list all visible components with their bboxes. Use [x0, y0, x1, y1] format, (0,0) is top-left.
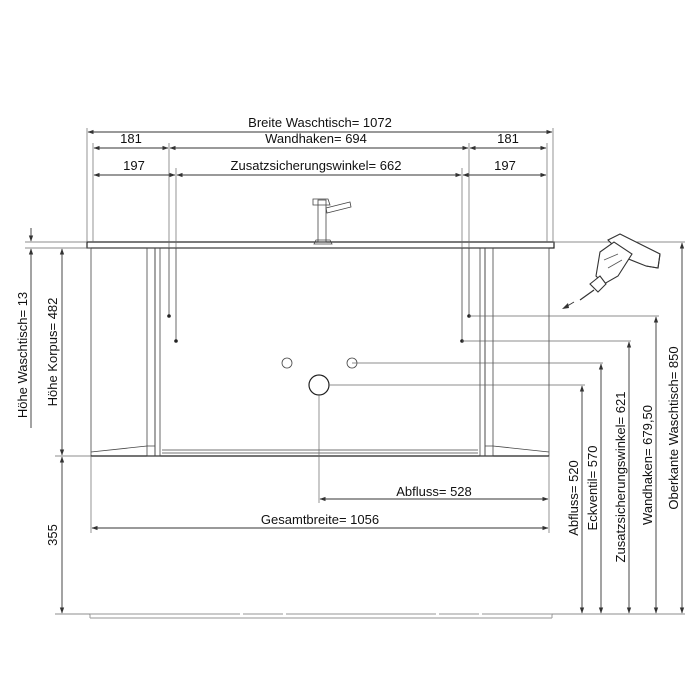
bottom-dimensions: Abfluss= 528 Gesamtbreite= 1056 [90, 395, 550, 533]
washbasin-top [86, 241, 555, 249]
wandhaken-side-right-label: 181 [497, 131, 519, 146]
wandhaken-width-label: Wandhaken= 694 [265, 131, 367, 146]
hoehe-korpus-label: Höhe Korpus= 482 [45, 298, 60, 407]
right-dimensions: Abfluss= 520 Eckventil= 570 Zusatzsicher… [329, 241, 685, 615]
left-dimensions: Höhe Waschtisch= 13 Höhe Korpus= 482 355 [15, 228, 91, 615]
zusatz-side-left-label: 197 [123, 158, 145, 173]
angle-valve-left [281, 357, 293, 369]
floor-line [89, 613, 553, 619]
drill-icon [562, 233, 661, 309]
oberkante-label: Oberkante Waschtisch= 850 [666, 346, 681, 509]
unten-355-label: 355 [45, 524, 60, 546]
abfluss-vertical-label: Abfluss= 520 [566, 460, 581, 536]
bracket-left [174, 339, 178, 343]
vanity-unit [86, 198, 555, 457]
zusatz-width-label: Zusatzsicherungswinkel= 662 [231, 158, 402, 173]
eckventil-label: Eckventil= 570 [585, 446, 600, 531]
wall-hook-left [167, 314, 171, 318]
zusatz-vertical-label: Zusatzsicherungswinkel= 621 [613, 392, 628, 563]
abfluss-horizontal-label: Abfluss= 528 [396, 484, 472, 499]
cabinet-side-right [484, 247, 494, 457]
top-dimensions: Breite Waschtisch= 1072 181 Wandhaken= 6… [86, 115, 554, 248]
gesamtbreite-label: Gesamtbreite= 1056 [261, 512, 379, 527]
cabinet-side-left [146, 247, 156, 457]
breite-waschtisch-label: Breite Waschtisch= 1072 [248, 115, 392, 130]
faucet-icon [312, 198, 352, 245]
zusatz-side-right-label: 197 [494, 158, 516, 173]
wandhaken-side-left-label: 181 [120, 131, 142, 146]
wandhaken-vertical-label: Wandhaken= 679,50 [640, 405, 655, 525]
hoehe-waschtisch-label: Höhe Waschtisch= 13 [15, 292, 30, 418]
drain-opening [308, 374, 330, 396]
